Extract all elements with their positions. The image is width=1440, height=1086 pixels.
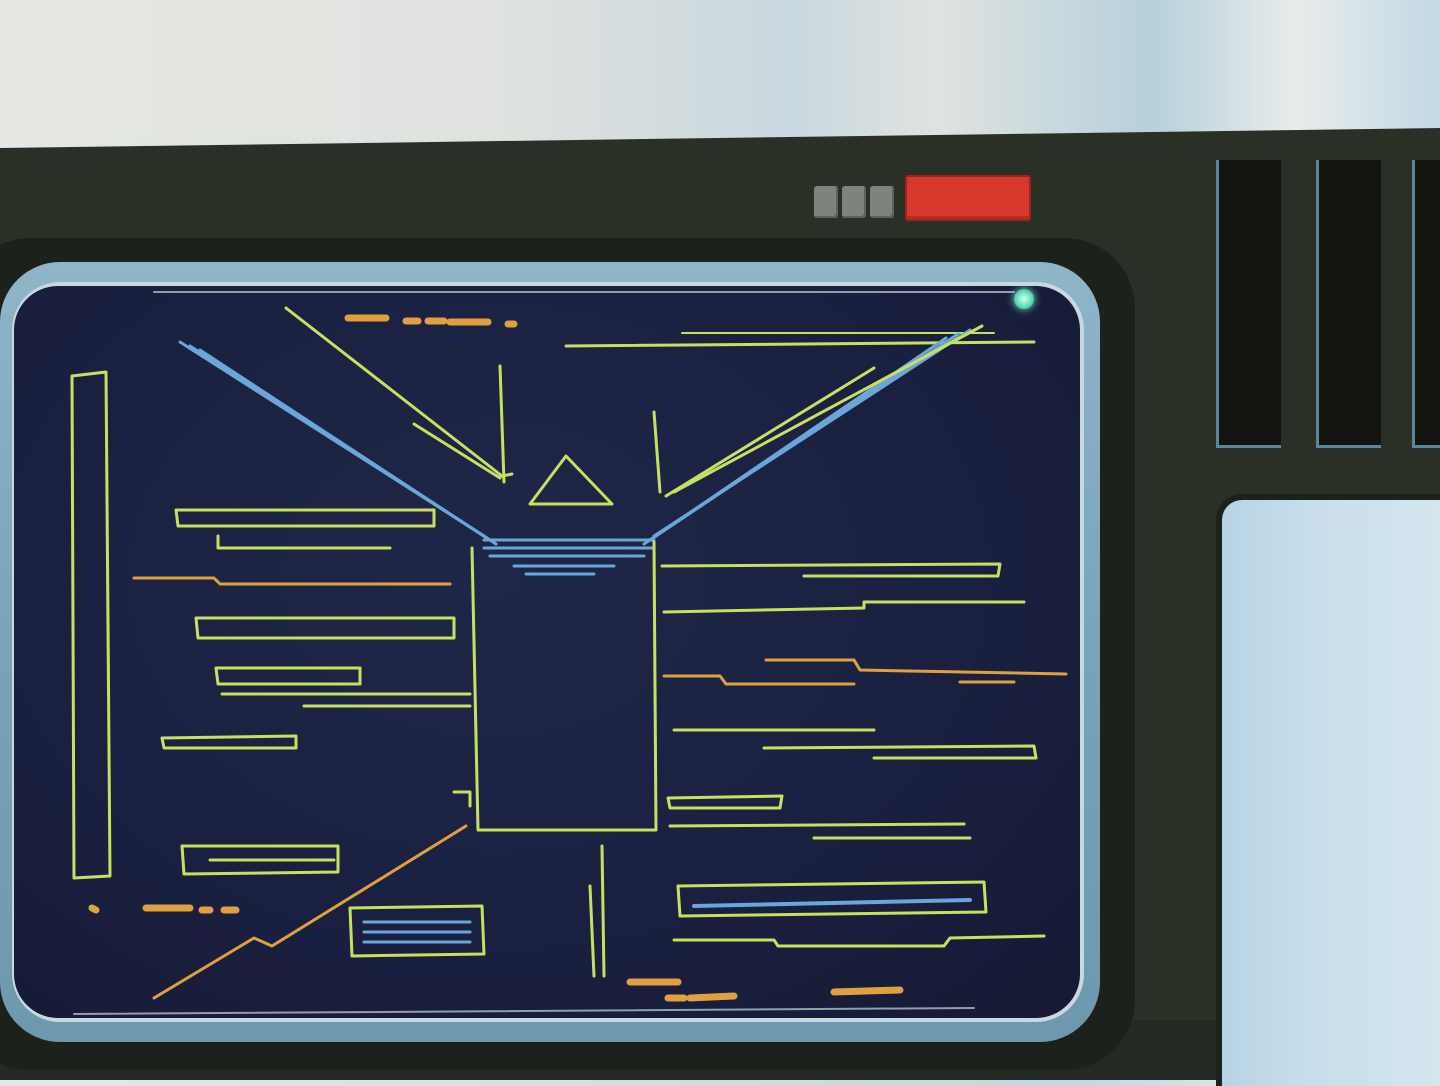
grey-led-icon (842, 186, 866, 218)
top-right-trace (564, 340, 1036, 348)
green-led-icon (1014, 289, 1034, 309)
left-amber-traces (132, 576, 468, 1000)
vent-slot-2 (1316, 160, 1381, 448)
left-data-traces (160, 508, 486, 958)
right-amber-traces (662, 658, 1068, 686)
status-led-group (814, 186, 894, 218)
left-blue-traces (362, 920, 472, 944)
vent-slot-3 (1412, 160, 1440, 448)
left-vertical-bar (70, 370, 112, 880)
right-blue-trace (692, 898, 972, 908)
header-amber-dashes (344, 314, 518, 328)
red-button-icon[interactable] (905, 175, 1031, 221)
left-amber-dashes (88, 904, 240, 914)
schematic-display (70, 291, 1068, 1015)
funnel-outline (284, 306, 984, 506)
monitor-screen (14, 286, 1080, 1018)
background-wall (0, 0, 1440, 140)
screen-bottom-trace (73, 1007, 975, 1015)
bottom-amber-dashes (626, 978, 904, 1002)
funnel-structure (178, 328, 972, 576)
central-column (470, 540, 658, 832)
grey-led-icon (814, 186, 838, 218)
grey-led-icon (870, 186, 894, 218)
vent-slot-1 (1216, 160, 1281, 448)
side-window-panel (1216, 494, 1440, 1086)
right-data-traces (588, 562, 1046, 978)
